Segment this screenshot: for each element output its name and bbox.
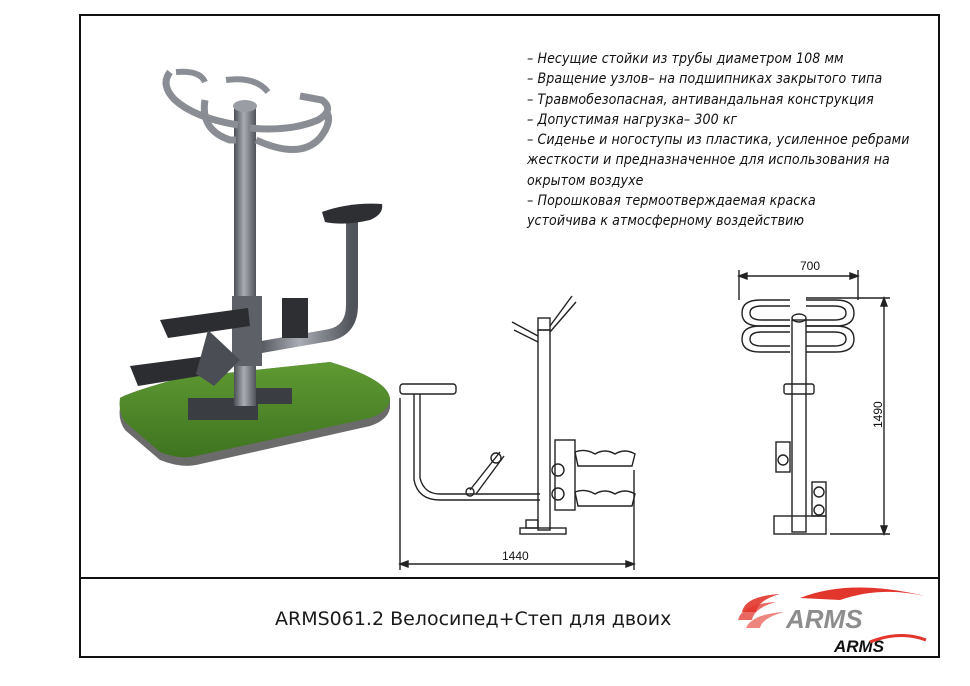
spec-line: – Несущие стойки из трубы диаметром 108 … bbox=[527, 51, 844, 67]
dimension-height: 1490 bbox=[871, 401, 885, 428]
title-block-divider bbox=[79, 577, 940, 579]
side-view-drawing bbox=[398, 295, 636, 570]
spec-line: – Вращение узлов– на подшипниках закрыто… bbox=[527, 71, 883, 88]
spec-line: окрытом воздухе bbox=[527, 172, 644, 189]
equipment-3d-render bbox=[119, 68, 391, 466]
dimension-length: 1440 bbox=[502, 549, 529, 563]
spec-line: – Допустимая нагрузка– 300 кг bbox=[527, 111, 738, 128]
front-view-drawing bbox=[737, 270, 890, 536]
spec-line: – Сиденье и ногоступы из пластика, усиле… bbox=[527, 132, 910, 149]
arms-logo: ARMS ARMS bbox=[738, 587, 927, 656]
dimension-width: 700 bbox=[800, 259, 820, 273]
spec-line: устойчива к атмосферному воздействию bbox=[527, 213, 805, 230]
product-title: ARMS061.2 Велосипед+Степ для двоих bbox=[275, 608, 672, 630]
drawing-frame bbox=[79, 14, 940, 658]
spec-line: – Травмобезопасная, антивандальная конст… bbox=[527, 91, 874, 108]
specifications-list: – Несущие стойки из трубы диаметром 108 … bbox=[527, 49, 939, 232]
spec-line: жесткости и предназначенное для использо… bbox=[527, 152, 890, 169]
logo-text-large: ARMS bbox=[785, 604, 863, 634]
spec-line: – Порошковая термоотверждаемая краска bbox=[527, 193, 816, 210]
